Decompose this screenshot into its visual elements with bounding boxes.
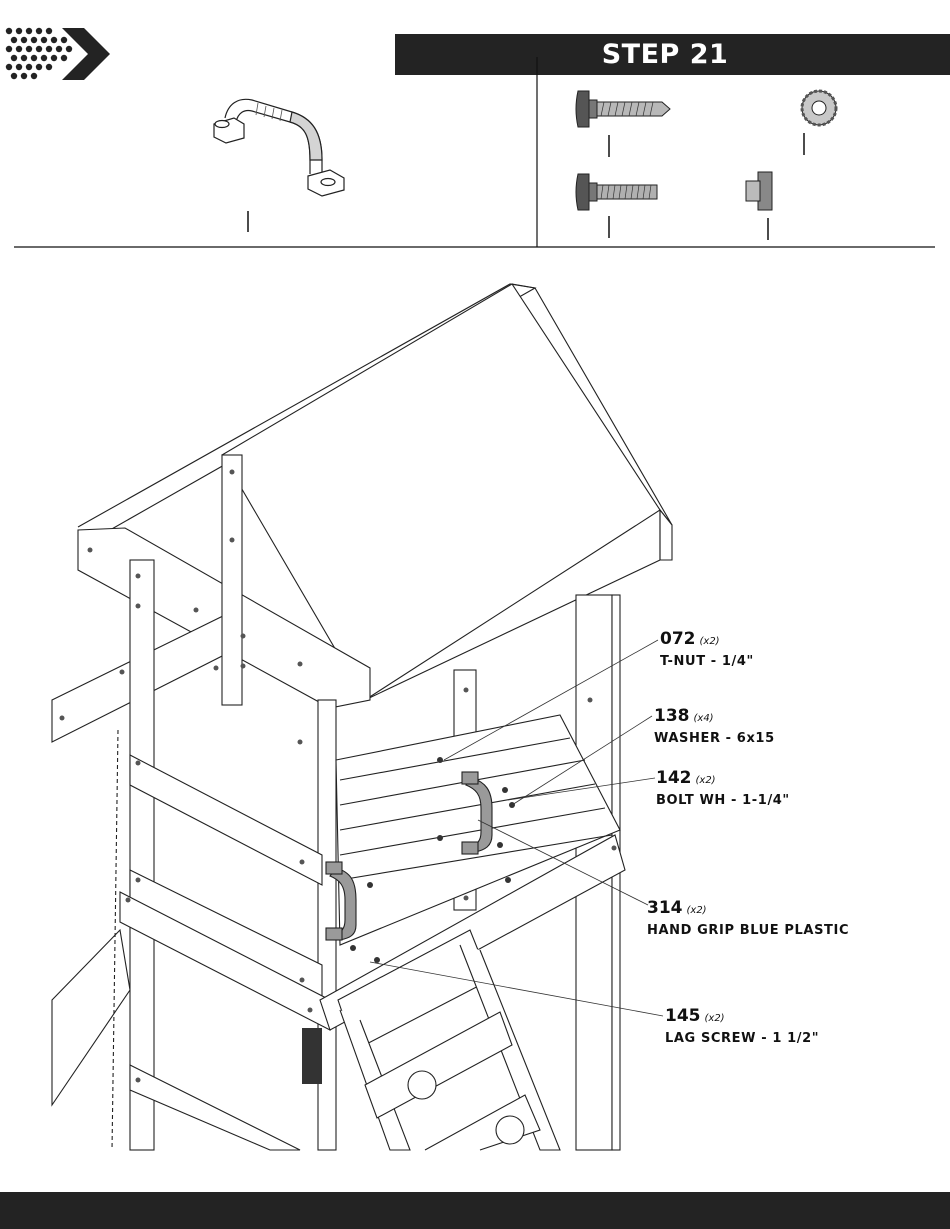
part-quantity: (x2) bbox=[705, 1013, 725, 1024]
washer-icon bbox=[802, 91, 836, 125]
part-quantity: (x2) bbox=[687, 905, 707, 916]
part-description: WASHER - 6x15 bbox=[654, 731, 775, 746]
part-number: 145 bbox=[665, 1006, 701, 1026]
t-nut-icon bbox=[746, 172, 772, 210]
part-description: BOLT WH - 1-1/4" bbox=[656, 793, 790, 808]
bolt-icon bbox=[576, 174, 657, 210]
part-number: 138 bbox=[654, 706, 690, 726]
part-description: HAND GRIP BLUE PLASTIC bbox=[647, 923, 849, 938]
lag-screw-icon bbox=[576, 91, 670, 127]
part-description: LAG SCREW - 1 1/2" bbox=[665, 1031, 819, 1046]
callout-138: 138 (x4) WASHER - 6x15 bbox=[654, 706, 775, 746]
part-number: 142 bbox=[656, 768, 692, 788]
parts-area bbox=[0, 0, 950, 260]
callout-072: 072 (x2) T-NUT - 1/4" bbox=[660, 629, 754, 669]
part-quantity: (x2) bbox=[696, 775, 716, 786]
footer-bar bbox=[0, 1192, 950, 1229]
part-description: T-NUT - 1/4" bbox=[660, 654, 754, 669]
part-quantity: (x2) bbox=[700, 636, 720, 647]
part-number: 072 bbox=[660, 629, 696, 649]
part-quantity: (x4) bbox=[694, 713, 714, 724]
callout-145: 145 (x2) LAG SCREW - 1 1/2" bbox=[665, 1006, 819, 1046]
part-number: 314 bbox=[647, 898, 683, 918]
callout-142: 142 (x2) BOLT WH - 1-1/4" bbox=[656, 768, 790, 808]
callout-314: 314 (x2) HAND GRIP BLUE PLASTIC bbox=[647, 898, 849, 938]
hand-grip-icon bbox=[214, 99, 344, 196]
